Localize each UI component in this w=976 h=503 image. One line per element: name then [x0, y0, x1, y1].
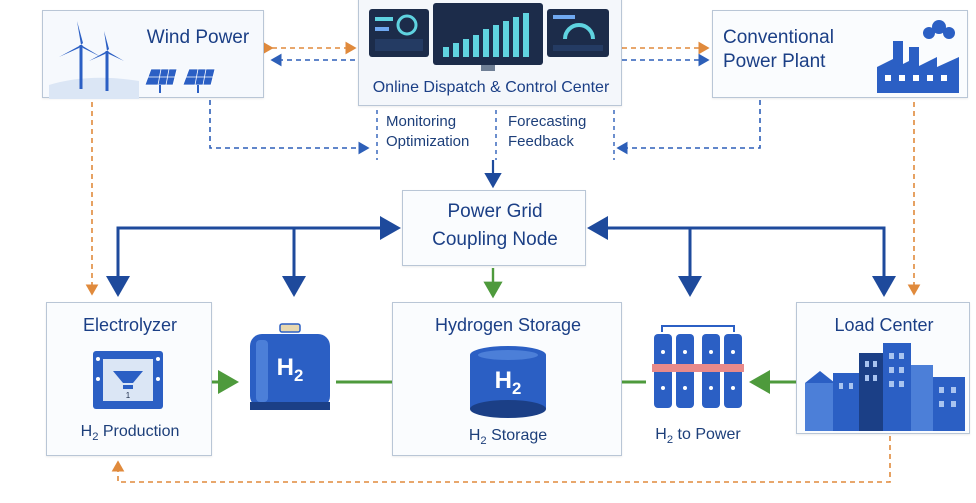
- control-center-label: Online Dispatch & Control Center: [372, 79, 610, 96]
- grid-bus-left: [116, 216, 401, 288]
- hydrogen-storage-node[interactable]: Hydrogen Storage H2 H2 Storage: [392, 302, 622, 456]
- h2-to-power-caption: H2 to Power: [630, 426, 766, 446]
- conventional-plant-node[interactable]: Conventional Power Plant: [712, 10, 968, 98]
- factory-icon: [877, 20, 959, 93]
- grid-bus-right: [587, 216, 886, 288]
- h2-tank-symbol-sub: 2: [294, 365, 304, 385]
- storage-tank-icon: H2: [459, 343, 557, 419]
- h2-tank-symbol: H2: [246, 354, 334, 386]
- h2-tank-icon: H2: [246, 322, 334, 412]
- conventional-label-line2: Power Plant: [723, 51, 826, 72]
- city-buildings-icon: [805, 343, 965, 431]
- wind-turbine-icon: [49, 21, 139, 99]
- fuel-cell-icon: [650, 322, 746, 412]
- solar-panel-icon: [144, 68, 216, 93]
- electrolyzer-node[interactable]: Electrolyzer 1 H2 Production: [46, 302, 212, 456]
- h2-power-caption-sub: 2: [666, 434, 674, 447]
- load-center-label: Load Center: [834, 315, 934, 335]
- electrolyzer-caption: H2 Production: [47, 423, 213, 443]
- h2-tank-symbol-main: H: [276, 354, 294, 381]
- function-feedback: Feedback: [508, 133, 574, 150]
- storage-caption-rest: Storage: [486, 427, 548, 444]
- load-to-electrolyzer-feedback-arrow: [111, 436, 891, 483]
- wind-power-node[interactable]: Wind Power: [42, 10, 264, 99]
- power-grid-node[interactable]: Power Grid Coupling Node: [402, 190, 586, 266]
- storage-caption-main: H: [468, 427, 481, 444]
- electrolyzer-mark: 1: [126, 391, 131, 400]
- electrolyzer-icon: 1: [93, 351, 163, 409]
- hydrogen-storage-label: Hydrogen Storage: [434, 315, 582, 335]
- wind-to-control-data-arrow: [209, 100, 370, 155]
- dashboard-screens-icon: [369, 3, 609, 71]
- load-center-node[interactable]: Load Center: [796, 302, 970, 434]
- electrolyzer-caption-main: H: [80, 423, 93, 440]
- storage-tank-symbol-main: H: [494, 367, 512, 394]
- power-grid-label-line2: Coupling Node: [432, 229, 558, 250]
- function-optimization: Optimization: [386, 133, 470, 150]
- function-monitoring: Monitoring: [386, 113, 457, 130]
- storage-caption: H2 Storage: [393, 427, 623, 447]
- h2-power-caption-main: H: [655, 426, 667, 443]
- storage-tank-symbol: H2: [459, 367, 557, 399]
- conventional-to-control-data-arrow: [616, 100, 761, 155]
- storage-tank-symbol-sub: 2: [512, 378, 522, 398]
- function-forecasting: Forecasting: [508, 113, 587, 130]
- h2-power-caption-rest: to Power: [673, 426, 741, 443]
- conventional-label-line1: Conventional: [723, 27, 834, 48]
- electrolyzer-caption-rest: Production: [98, 423, 180, 440]
- storage-caption-sub: 2: [480, 435, 487, 448]
- control-center-node[interactable]: Online Dispatch & Control Center: [358, 0, 622, 106]
- electrolyzer-label: Electrolyzer: [82, 315, 178, 335]
- power-grid-label-line1: Power Grid: [447, 201, 543, 222]
- electrolyzer-caption-sub: 2: [92, 431, 99, 444]
- wind-power-label: Wind Power: [146, 27, 250, 48]
